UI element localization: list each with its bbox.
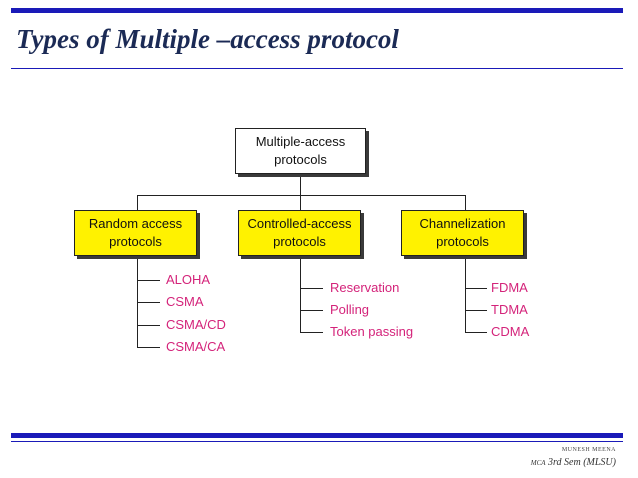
leaf-cdma: CDMA [491,324,530,339]
leaf-csma-ca: CSMA/CA [166,339,226,354]
category-controlled-access: Controlled-access protocols [238,210,361,256]
branch-tick [465,310,487,311]
leaf-csma: CSMA [166,294,204,309]
branch-tick [300,332,323,333]
root-node-line1: Multiple-access [255,134,346,149]
leaf-fdma: FDMA [491,280,528,295]
branch-tick [137,347,160,348]
branch-trunk-channelization [465,259,466,332]
stem-channelization [465,195,466,210]
stem-controlled-access [300,195,301,210]
footer-author: MUNESH MEENA [561,447,616,453]
branch-tick [137,302,160,303]
bottom-accent-bar [11,433,623,438]
category-label-line2: protocols [436,234,489,249]
title-underline [11,68,623,69]
bottom-thin-line [11,441,623,442]
branch-trunk-random-access [137,259,138,348]
footer-course-info: MCA 3rd Sem (MLSU) [531,457,616,468]
footer-course: 3rd Sem (MLSU) [548,457,616,468]
leaf-aloha: ALOHA [166,272,211,287]
leaf-tdma: TDMA [491,302,528,317]
category-label-line1: Controlled-access [247,216,352,231]
branch-tick [137,325,160,326]
branch-tick [465,288,487,289]
category-label-line2: protocols [109,234,162,249]
leaf-csma-cd: CSMA/CD [166,317,226,332]
category-label-line1: Random access [88,216,183,231]
branch-tick [300,310,323,311]
category-channelization: Channelization protocols [401,210,524,256]
category-random-access: Random access protocols [74,210,197,256]
leaf-token-passing: Token passing [330,324,414,339]
horizontal-connector [137,195,465,196]
branch-trunk-controlled-access [300,259,301,332]
category-label-line1: Channelization [419,216,506,231]
slide-title: Types of Multiple –access protocol [16,24,399,54]
category-label-line2: protocols [273,234,326,249]
branch-tick [137,280,160,281]
branch-tick [300,288,323,289]
root-node: Multiple-access protocols [235,128,366,174]
root-stem [300,177,301,195]
top-accent-bar [11,8,623,13]
footer-prefix: MCA [530,459,546,467]
leaf-polling: Polling [330,302,370,317]
leaf-reservation: Reservation [330,280,400,295]
stem-random-access [137,195,138,210]
branch-tick [465,332,487,333]
root-node-line2: protocols [274,152,327,167]
